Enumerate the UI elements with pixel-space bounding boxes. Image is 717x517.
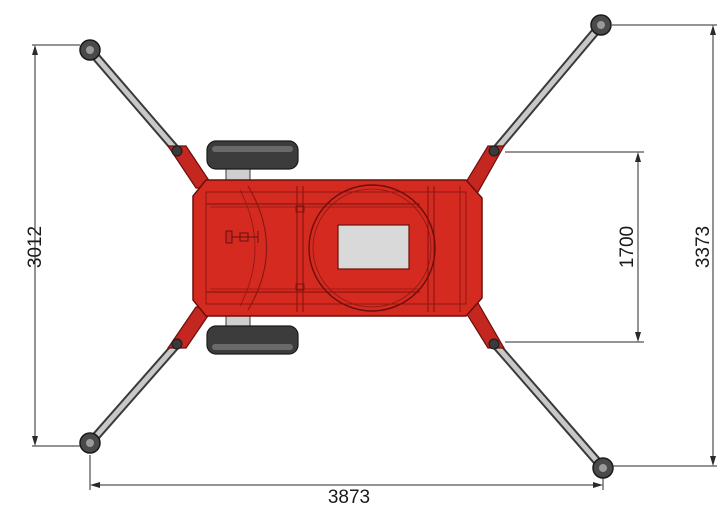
- outrigger-brackets: [166, 145, 506, 349]
- chassis: [192, 179, 483, 317]
- turntable: [308, 184, 436, 312]
- wheels: [206, 140, 299, 355]
- dimension-left-span: 3012: [25, 226, 46, 268]
- dimension-lines: [32, 24, 717, 490]
- wheel-top: [206, 140, 299, 181]
- pad-front-right-icon: [590, 14, 612, 36]
- outrigger-joints: [171, 145, 500, 350]
- pad-front-left-icon: [79, 39, 101, 61]
- pad-rear-right-icon: [592, 457, 614, 479]
- outrigger-arm-front-left: [85, 45, 183, 157]
- outrigger-arms: [85, 20, 608, 473]
- dimension-inner-span: 1700: [617, 226, 638, 268]
- dimension-overall-width: 3873: [328, 487, 370, 508]
- pad-rear-left-icon: [79, 432, 101, 454]
- outrigger-arm-front-right: [489, 20, 606, 157]
- platform-panel: [337, 224, 410, 270]
- outrigger-arm-rear-left: [85, 338, 183, 448]
- outrigger-arm-rear-right: [489, 338, 608, 473]
- wheel-bottom: [206, 313, 299, 355]
- bracket-front-right: [458, 145, 506, 193]
- tow-fitting-icon: [225, 230, 259, 244]
- dimension-right-span: 3373: [693, 226, 714, 268]
